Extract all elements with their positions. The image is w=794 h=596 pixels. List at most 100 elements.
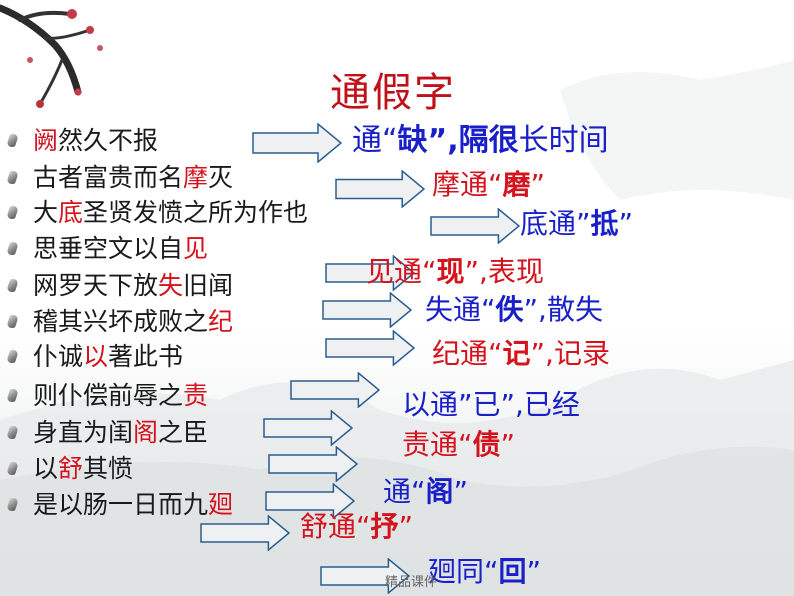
right-arrow-icon <box>265 483 355 519</box>
tongjia-character: 缺 <box>397 123 428 158</box>
tongjia-note: 通“阁” <box>383 475 468 509</box>
list-item-text: 思垂空文以自 <box>33 234 184 263</box>
list-item-text: 以 <box>33 454 59 483</box>
note-text: 舒通“ <box>300 510 371 543</box>
tongjia-character: 磨 <box>502 168 531 201</box>
tongjia-character: 债 <box>472 428 501 461</box>
list-item: 则仆偿前辱之责 <box>5 381 209 411</box>
tongjia-note: 责通“债” <box>402 428 515 462</box>
tongjia-note: 失通“佚”,散失 <box>425 293 603 327</box>
bullet-icon <box>5 133 20 147</box>
highlighted-character: 阁 <box>133 418 159 447</box>
right-arrow-icon <box>430 208 520 244</box>
list-item: 是以肠一日而九廻 <box>5 490 234 520</box>
tongjia-character: 回 <box>498 555 527 588</box>
tongjia-character: 抵 <box>590 207 619 240</box>
note-text: ”,记录 <box>530 337 610 370</box>
tongjia-character: 抒 <box>370 510 399 543</box>
note-text: 长时间 <box>518 123 609 158</box>
note-text: ”,散失 <box>523 293 603 326</box>
tongjia-note: 舒通“抒” <box>300 510 413 544</box>
note-text: ”,隔很 <box>427 123 519 158</box>
list-item-text: 是以肠一日而九 <box>33 490 209 519</box>
right-arrow-icon <box>268 446 358 482</box>
list-item: 稽其兴坏成败之纪 <box>5 307 234 337</box>
note-text: ” <box>398 510 414 543</box>
bullet-icon <box>5 314 20 328</box>
bullet-icon <box>5 461 20 475</box>
tongjia-note: 通“缺”,隔很长时间 <box>352 124 609 158</box>
page-title: 通假字 <box>330 70 456 116</box>
list-item-text: 然久不报 <box>58 126 159 155</box>
list-item: 古者富贵而名摩灭 <box>5 163 233 193</box>
note-text: 通“ <box>383 475 426 508</box>
right-arrow-icon <box>290 372 380 408</box>
note-text: ” <box>500 428 516 461</box>
list-item-text: 网罗天下放 <box>33 271 159 300</box>
right-arrow-icon <box>263 410 353 446</box>
list-item-text: 稽其兴坏成败之 <box>33 307 209 336</box>
tongjia-note: 底通”抵” <box>520 207 633 241</box>
note-text: ” <box>530 168 546 201</box>
bullet-icon <box>5 349 20 363</box>
list-item: 思垂空文以自见 <box>5 234 209 264</box>
tongjia-note: 纪通“记”,记录 <box>432 337 610 371</box>
list-item: 身直为闺阁之臣 <box>5 418 209 448</box>
highlighted-character: 责 <box>183 381 209 410</box>
note-text: ” <box>453 475 469 508</box>
list-item: 以舒其愤 <box>5 454 134 484</box>
list-item-text: 仆诚 <box>33 342 84 371</box>
highlighted-character: 阙 <box>33 126 59 155</box>
tongjia-character: 阁 <box>425 475 454 508</box>
bullet-icon <box>5 241 20 255</box>
tongjia-character: 佚 <box>495 293 524 326</box>
highlighted-character: 见 <box>183 234 209 263</box>
note-text: 通“ <box>352 123 398 158</box>
tongjia-note: 廻同“回” <box>428 555 541 589</box>
right-arrow-icon <box>325 255 415 291</box>
list-item-text: 古者富贵而名 <box>33 163 184 192</box>
list-item-text: 之臣 <box>158 418 209 447</box>
list-item: 阙然久不报 <box>5 126 159 156</box>
note-text: 责通“ <box>402 428 473 461</box>
highlighted-character: 纪 <box>208 307 234 336</box>
bullet-icon <box>5 497 20 511</box>
list-item-text: 大 <box>33 198 59 227</box>
highlighted-character: 舒 <box>58 454 84 483</box>
highlighted-character: 摩 <box>183 163 209 192</box>
bullet-icon <box>5 170 20 184</box>
bullet-icon <box>5 278 20 292</box>
note-text: ” <box>526 555 542 588</box>
list-item-text: 身直为闺 <box>33 418 134 447</box>
list-item-text: 则仆偿前辱之 <box>33 381 184 410</box>
highlighted-character: 以 <box>83 342 109 371</box>
note-text: 底通” <box>520 207 591 240</box>
bullet-icon <box>5 388 20 402</box>
bullet-icon <box>5 425 20 439</box>
right-arrow-icon <box>322 292 412 328</box>
note-text: 失通“ <box>425 293 496 326</box>
list-item: 网罗天下放失旧闻 <box>5 271 233 301</box>
note-text: 以通”已”,已经 <box>402 388 580 421</box>
tongjia-note: 摩通“磨” <box>432 168 545 202</box>
list-item-text: 其愤 <box>83 454 134 483</box>
right-arrow-icon <box>200 515 290 551</box>
footer-text: 精品课件 <box>385 575 438 590</box>
highlighted-character: 失 <box>158 271 184 300</box>
right-arrow-icon <box>252 123 342 163</box>
note-text: 摩通“ <box>432 168 503 201</box>
bullet-icon <box>5 205 20 219</box>
note-text: ”,表现 <box>464 255 544 288</box>
note-text: 见通“ <box>366 255 437 288</box>
right-arrow-icon <box>320 558 410 594</box>
highlighted-character: 廻 <box>208 490 234 519</box>
tongjia-note: 以通”已”,已经 <box>402 388 580 422</box>
note-text: 纪通“ <box>432 337 503 370</box>
list-item-text: 著此书 <box>108 342 184 371</box>
list-item: 大底圣贤发愤之所为作也 <box>5 198 309 228</box>
tongjia-note: 见通“现”,表现 <box>366 255 544 289</box>
tongjia-character: 记 <box>502 337 531 370</box>
right-arrow-icon <box>335 170 425 208</box>
list-item-text: 圣贤发愤之所为作也 <box>83 198 309 227</box>
